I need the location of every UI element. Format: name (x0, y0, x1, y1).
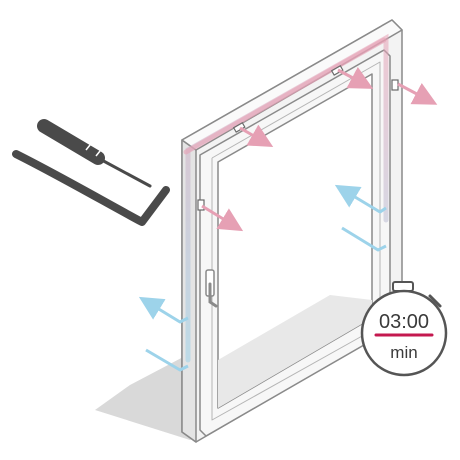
window-handle-icon (205, 269, 218, 308)
timer-time: 03:00 (379, 311, 429, 333)
air-channel (183, 33, 389, 363)
warm-air-arrows (201, 66, 438, 232)
sill-shadow (218, 295, 372, 408)
cool-air-arrows (138, 184, 387, 372)
stopwatch-icon: 03:00 min (360, 281, 448, 377)
timer-unit: min (390, 343, 417, 362)
allen-key-icon (12, 150, 170, 226)
screwdriver-icon (37, 119, 152, 188)
window-frame (181, 19, 403, 443)
